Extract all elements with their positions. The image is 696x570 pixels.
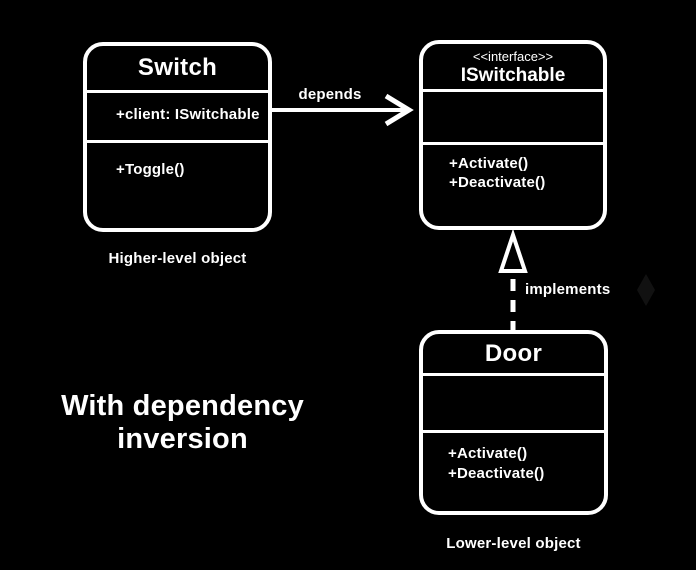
door-title-section: Door bbox=[423, 334, 604, 373]
interface-box-iswitchable: <<interface>> ISwitchable +Activate() +D… bbox=[419, 40, 607, 230]
higher-level-caption: Higher-level object bbox=[108, 250, 247, 267]
method-item: +Toggle() bbox=[116, 161, 185, 178]
heading-line-1: With dependency bbox=[61, 390, 304, 422]
method-item: +Activate() bbox=[449, 155, 529, 172]
iswitchable-methods-section: +Activate() +Deactivate() bbox=[423, 142, 603, 226]
switch-title-section: Switch bbox=[87, 46, 268, 90]
method-item: +Activate() bbox=[448, 445, 528, 462]
class-box-switch: Switch +client: ISwitchable +Toggle() bbox=[83, 42, 272, 232]
door-attributes-section bbox=[423, 373, 604, 430]
switch-methods-section: +Toggle() bbox=[87, 140, 268, 228]
class-box-door: Door +Activate() +Deactivate() bbox=[419, 330, 608, 515]
heading-line-2: inversion bbox=[117, 423, 248, 455]
implements-label: implements bbox=[525, 281, 611, 298]
switch-attributes-section: +client: ISwitchable bbox=[87, 90, 268, 140]
diagram-heading: With dependency inversion bbox=[10, 390, 355, 456]
switch-class-name: Switch bbox=[137, 54, 218, 81]
door-class-name: Door bbox=[484, 339, 543, 367]
attribute-item: +client: ISwitchable bbox=[116, 106, 260, 123]
iswitchable-attributes-section bbox=[423, 89, 603, 142]
method-item: +Deactivate() bbox=[448, 465, 545, 482]
method-item: +Deactivate() bbox=[449, 174, 546, 191]
door-methods-section: +Activate() +Deactivate() bbox=[423, 430, 604, 511]
implements-arrow bbox=[498, 228, 528, 331]
depends-open-arrowhead-icon bbox=[384, 93, 414, 127]
stereotype-label: <<interface>> bbox=[472, 48, 554, 64]
depends-label: depends bbox=[298, 86, 362, 103]
iswitchable-title-section: <<interface>> ISwitchable bbox=[423, 44, 603, 89]
watermark-diamond-icon bbox=[637, 274, 655, 306]
implements-hollow-triangle-icon bbox=[498, 228, 528, 273]
lower-level-caption: Lower-level object bbox=[446, 535, 581, 552]
iswitchable-class-name: ISwitchable bbox=[460, 64, 566, 86]
